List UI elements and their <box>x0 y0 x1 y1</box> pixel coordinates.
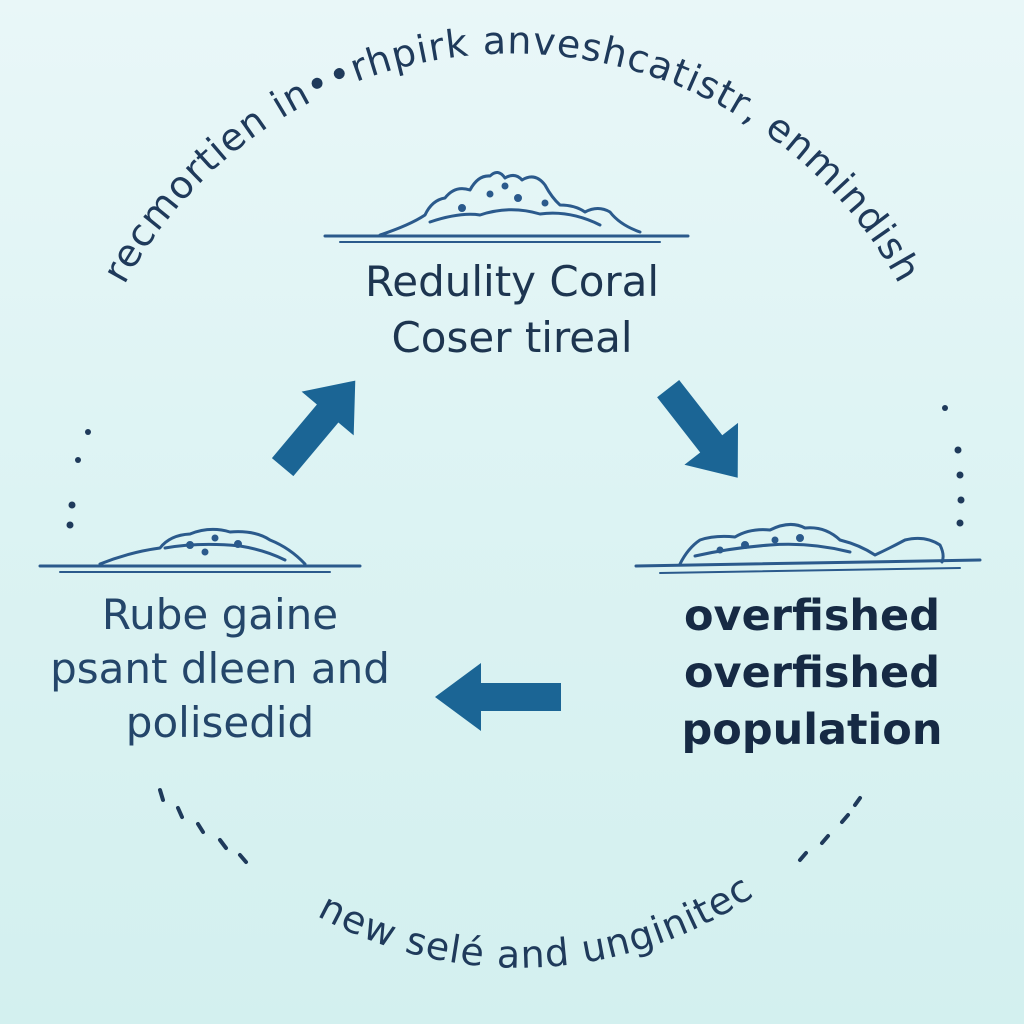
outer-ring-top-text: recmortien in••rhpirk anveshcatistr, enm… <box>94 18 930 289</box>
node-right-line: overfished <box>684 648 940 698</box>
node-right-line: overfished <box>684 591 940 641</box>
node-top-label: Redulity Coral Coser tireal <box>312 254 712 366</box>
arrow-left-to-top <box>271 380 356 477</box>
outer-ring-bottom-text: new selé and unginitec <box>312 866 760 977</box>
ring-dots-left <box>66 429 91 529</box>
bleached-reef-sketch-icon <box>634 523 982 574</box>
node-left-line: Rube gaine <box>101 590 339 639</box>
coral-reef-sketch-icon <box>323 171 690 243</box>
coral-rubble-sketch-icon <box>38 527 362 573</box>
node-right-label: overfished overfished population <box>652 588 972 759</box>
node-right-line: population <box>681 705 943 755</box>
ring-dots-bottom <box>158 788 862 864</box>
node-top-line: Coser tireal <box>391 313 633 362</box>
node-left-line: polisedid <box>125 698 315 747</box>
node-top-line: Redulity Coral <box>364 257 660 306</box>
node-left-label: Rube gaine psant dleen and polisedid <box>20 588 420 750</box>
ring-dots-right <box>942 405 965 527</box>
arrow-top-to-right <box>657 380 739 478</box>
node-left-line: psant dleen and <box>50 644 390 693</box>
arrow-right-to-left <box>435 663 561 731</box>
